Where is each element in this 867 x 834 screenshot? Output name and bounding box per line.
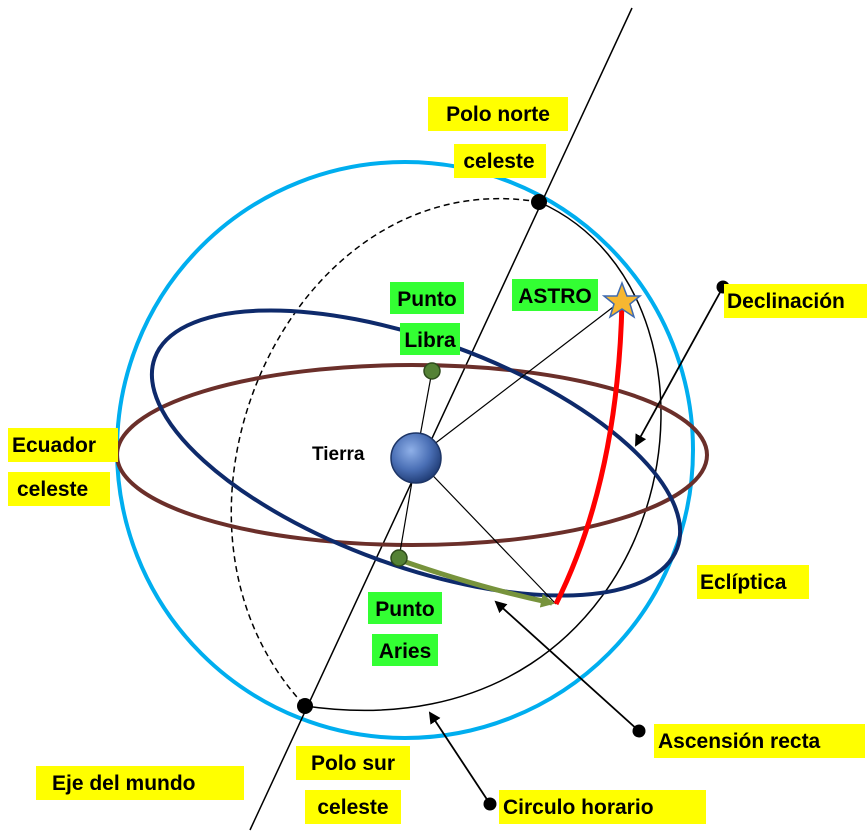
svg-text:ASTRO: ASTRO <box>518 285 592 308</box>
label-polo-sur: Polo sur celeste <box>296 746 410 824</box>
label-circulo-horario: Circulo horario <box>499 790 706 824</box>
svg-text:Eje del mundo: Eje del mundo <box>52 772 196 795</box>
label-polo-norte: Polo norte celeste <box>428 97 568 178</box>
svg-text:Aries: Aries <box>379 640 432 663</box>
svg-text:celeste: celeste <box>17 478 88 501</box>
svg-text:celeste: celeste <box>317 796 388 819</box>
label-ecuador-celeste: Ecuador celeste <box>8 428 118 506</box>
label-punto-aries: Punto Aries <box>368 592 442 666</box>
svg-text:Ascensión recta: Ascensión recta <box>658 730 821 753</box>
label-declinacion: Declinación <box>724 284 867 318</box>
world-axis-line <box>249 7 633 831</box>
earth-globe <box>390 432 442 484</box>
hour-circle-hidden-arc <box>230 197 540 707</box>
pointer-lines <box>428 280 730 811</box>
star-icon <box>601 280 643 319</box>
south-celestial-pole-marker <box>297 698 313 714</box>
aries-point-marker <box>390 549 408 567</box>
right-ascension-arrow <box>399 557 555 608</box>
label-ecliptica: Eclíptica <box>697 565 809 599</box>
north-celestial-pole-marker <box>531 194 547 210</box>
svg-text:Ecuador: Ecuador <box>12 434 96 457</box>
label-tierra: Tierra <box>312 444 365 465</box>
label-eje-del-mundo: Eje del mundo <box>36 766 244 800</box>
svg-text:Punto: Punto <box>375 598 434 621</box>
declination-arc <box>553 301 625 606</box>
svg-text:Declinación: Declinación <box>727 290 845 313</box>
svg-text:celeste: celeste <box>463 150 534 173</box>
svg-text:Punto: Punto <box>397 288 456 311</box>
libra-point-marker <box>423 362 441 380</box>
label-punto-libra: Punto Libra <box>390 282 464 355</box>
label-ascension-recta: Ascensión recta <box>654 724 865 758</box>
label-astro: ASTRO <box>512 279 598 311</box>
svg-text:Circulo horario: Circulo horario <box>503 796 654 819</box>
svg-text:Polo norte: Polo norte <box>446 103 550 126</box>
svg-text:Libra: Libra <box>404 329 456 352</box>
svg-text:Polo sur: Polo sur <box>311 752 395 775</box>
svg-text:Eclíptica: Eclíptica <box>700 571 787 594</box>
